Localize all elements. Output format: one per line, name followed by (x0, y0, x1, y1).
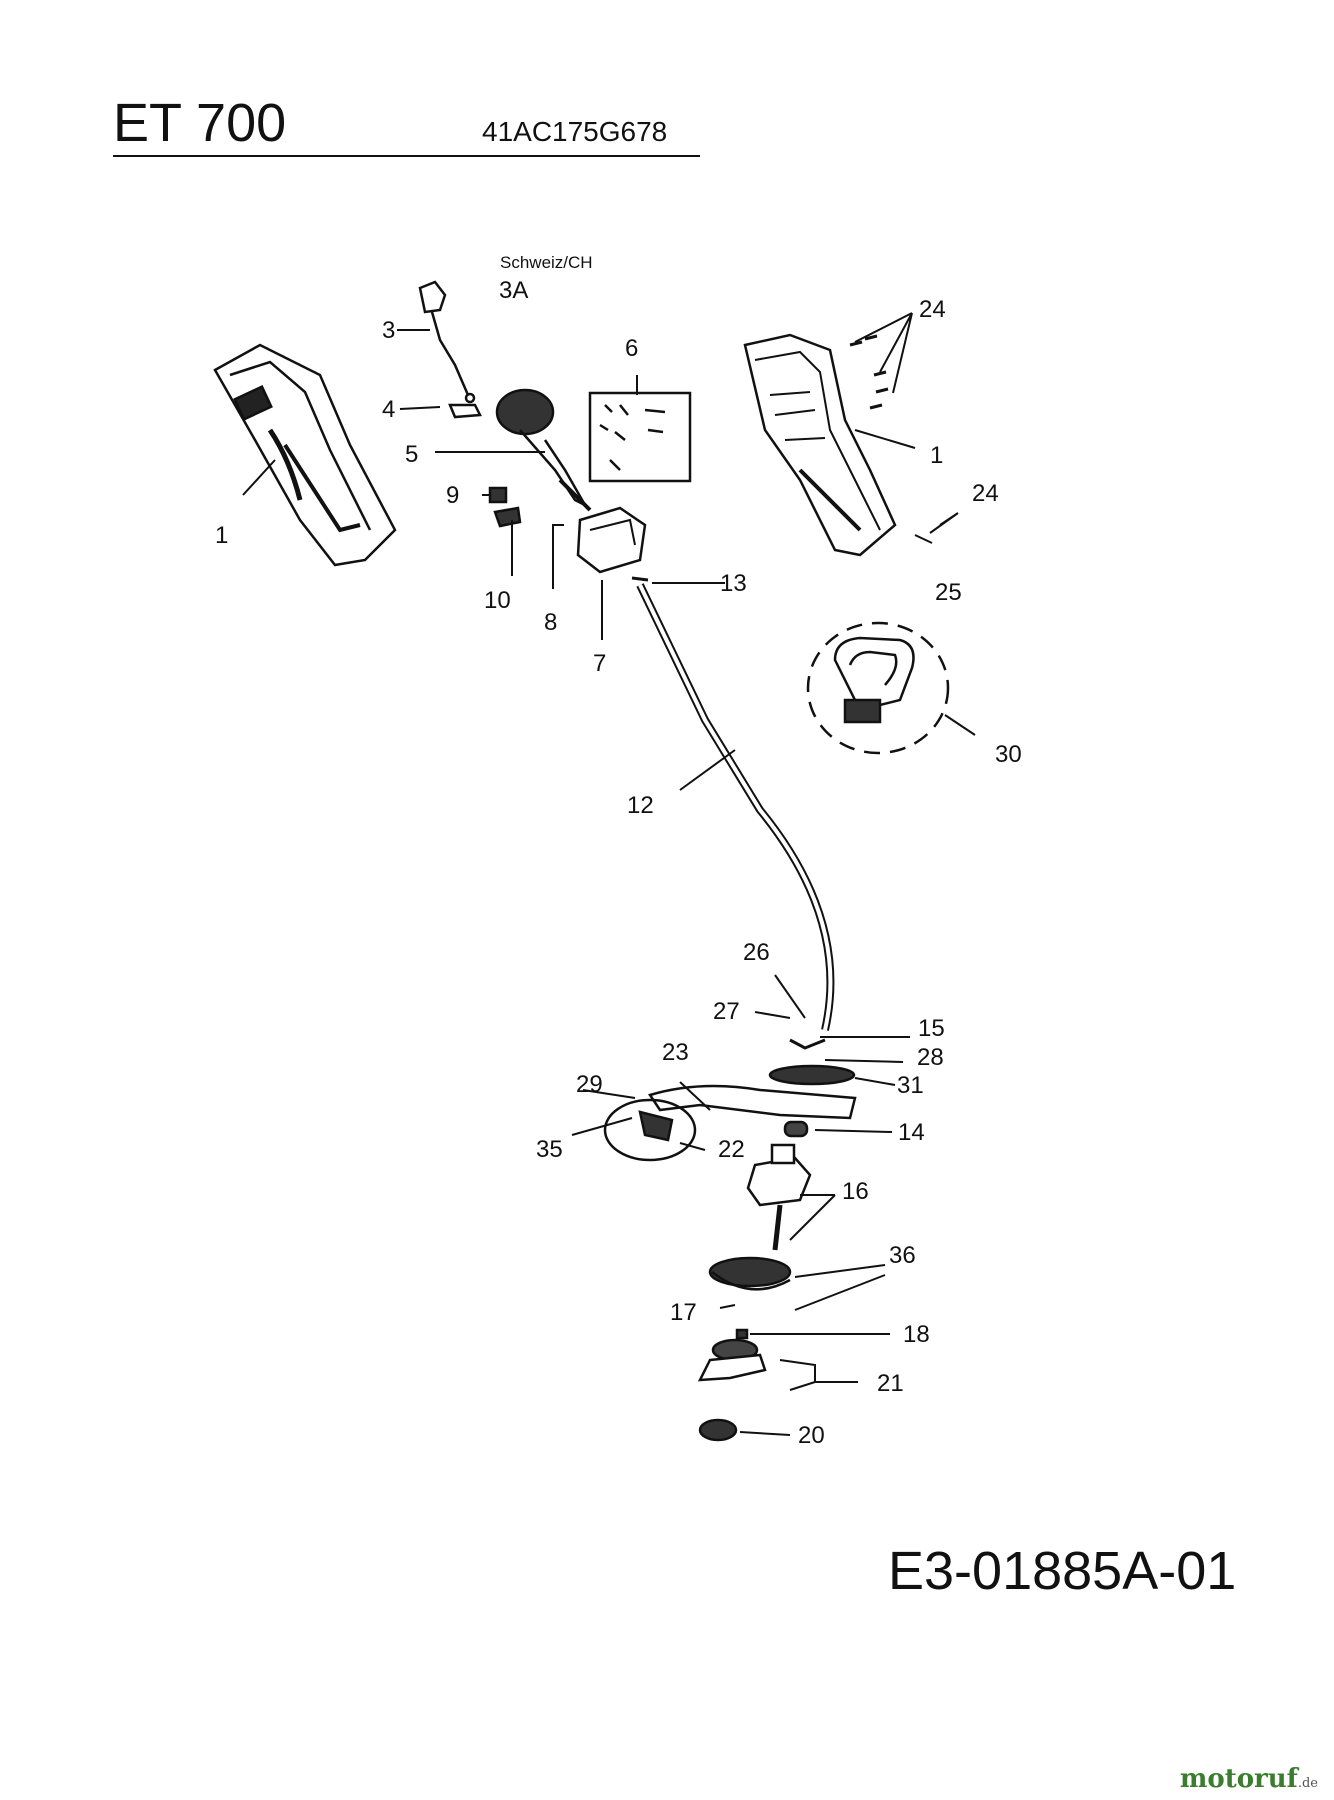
model-number: 41AC175G678 (482, 116, 668, 147)
callout-27: 27 (713, 998, 740, 1025)
auxiliary-handle (806, 621, 950, 755)
callout-7: 7 (593, 650, 606, 677)
callout-17: 17 (670, 1299, 697, 1326)
title-underline (113, 155, 700, 157)
drawing-code: E3-01885A-01 (888, 1541, 1237, 1601)
watermark-logo: motoruf.de (1180, 1764, 1318, 1794)
region-label: Schweiz/CH (500, 253, 593, 272)
callout-9: 9 (446, 482, 459, 509)
left-handle-housing (213, 343, 397, 567)
callout-29: 29 (576, 1071, 603, 1098)
callout-18: 18 (903, 1321, 930, 1348)
callout-1-left: 1 (215, 522, 228, 549)
callout-10: 10 (484, 587, 511, 614)
leader-lines (242, 312, 976, 1436)
callout-3a: 3A (499, 277, 528, 304)
right-handle-housing (743, 333, 897, 557)
watermark-suffix: .de (1297, 1776, 1318, 1791)
guard-and-head-assembly (603, 1038, 857, 1442)
callout-12: 12 (627, 792, 654, 819)
callout-25: 25 (935, 579, 962, 606)
watermark-brand: motoruf (1179, 1764, 1298, 1794)
callout-23: 23 (662, 1039, 689, 1066)
callout-14: 14 (898, 1119, 925, 1146)
shaft (631, 576, 835, 1031)
callout-8: 8 (544, 609, 557, 636)
callout-26: 26 (743, 939, 770, 966)
callout-15: 15 (918, 1015, 945, 1042)
callout-5: 5 (405, 441, 418, 468)
callout-35: 35 (536, 1136, 563, 1163)
callout-22: 22 (718, 1136, 745, 1163)
callout-16: 16 (842, 1178, 869, 1205)
callout-24-top: 24 (919, 296, 946, 323)
motor (495, 388, 592, 512)
callout-21: 21 (877, 1370, 904, 1397)
diagram-title: ET 700 (113, 93, 287, 153)
callout-13: 13 (720, 570, 747, 597)
callout-30: 30 (995, 741, 1022, 768)
cord-clip (448, 403, 482, 419)
callout-6: 6 (625, 335, 638, 362)
callout-3: 3 (382, 317, 395, 344)
callout-1-right: 1 (930, 442, 943, 469)
screw-set-24 (849, 334, 889, 410)
callout-28: 28 (917, 1044, 944, 1071)
callout-31: 31 (897, 1072, 924, 1099)
callout-24-lower: 24 (972, 480, 999, 507)
power-cord (418, 280, 476, 404)
gear-housing (576, 506, 647, 574)
switch-assembly (488, 486, 522, 528)
callout-36: 36 (889, 1242, 916, 1269)
callout-4: 4 (382, 396, 395, 423)
callout-20: 20 (798, 1422, 825, 1449)
brush-kit-box (588, 391, 692, 483)
